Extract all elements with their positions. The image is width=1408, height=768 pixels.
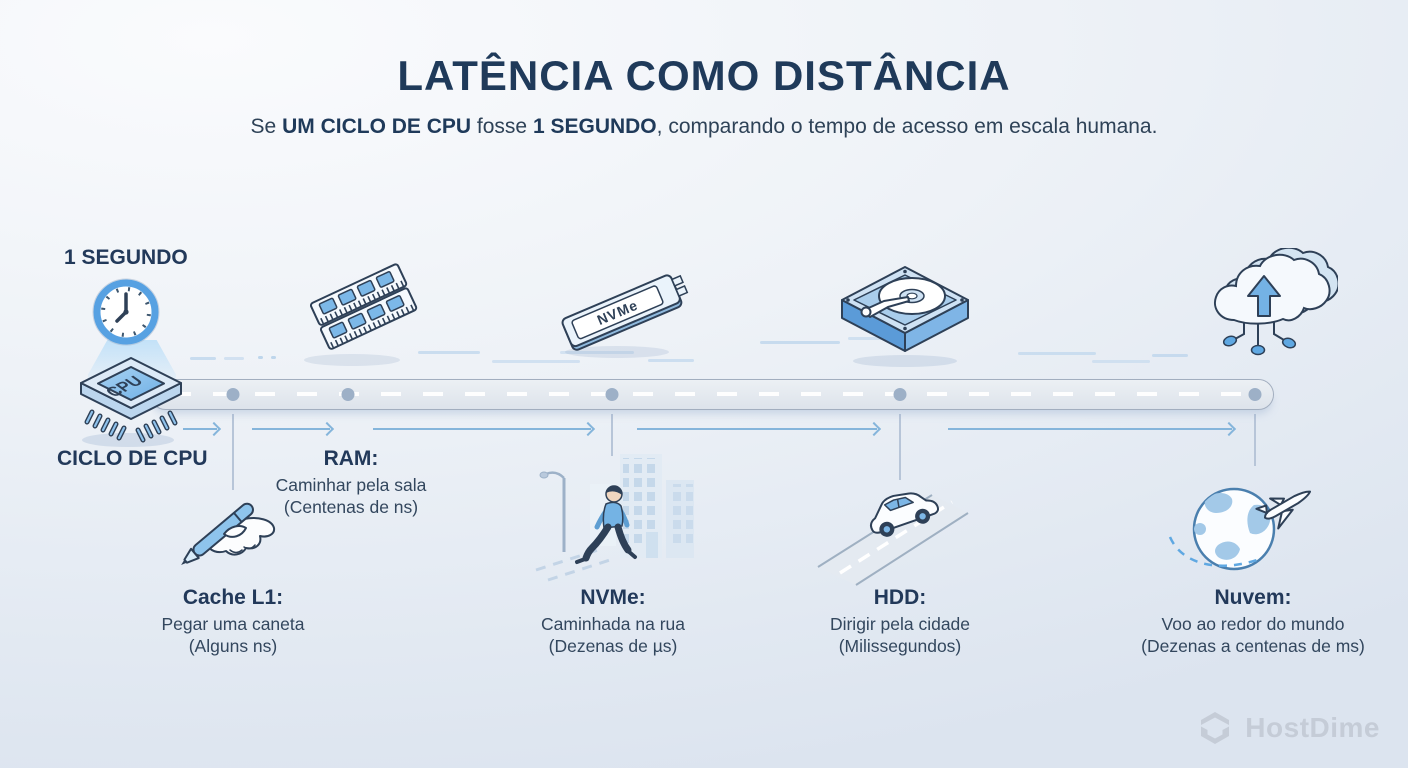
speed-line <box>1152 354 1188 357</box>
milestone-title: RAM: <box>323 447 379 470</box>
milestone-nuvem: Nuvem: Voo ao redor do mundo (Dezenas a … <box>1123 586 1383 658</box>
milestone-desc: Caminhada na rua <box>541 614 685 634</box>
arrow-hdd-to-cloud-icon <box>948 428 1232 430</box>
subtitle-pre: Se <box>250 115 283 138</box>
speed-line <box>848 337 892 340</box>
globe-plane-icon <box>1168 487 1312 571</box>
speed-line <box>1018 352 1096 355</box>
ram-icon <box>304 262 420 366</box>
brand-watermark: HostDime <box>1195 708 1380 748</box>
subtitle-post: , comparando o tempo de acesso em escala… <box>656 115 1158 138</box>
one-second-label: 1 SEGUNDO <box>64 246 188 269</box>
speed-line <box>560 351 634 354</box>
milestone-hdd: HDD: Dirigir pela cidade (Milissegundos) <box>795 586 1005 658</box>
cpu-cycle-label: CICLO DE CPU <box>57 447 208 470</box>
milestone-title: NVMe: <box>580 586 646 609</box>
milestone-cache-l1: Cache L1: Pegar uma caneta (Alguns ns) <box>128 586 338 658</box>
milestone-desc: Voo ao redor do mundo <box>1161 614 1345 634</box>
speed-line <box>418 351 480 354</box>
page-title: LATÊNCIA COMO DISTÂNCIA <box>397 52 1011 99</box>
milestone-desc: Dirigir pela cidade <box>829 614 971 634</box>
speed-line <box>648 359 694 362</box>
timeline-dot-cloud <box>1248 388 1262 401</box>
car-icon <box>817 492 969 586</box>
timeline-dot-cache <box>226 388 240 401</box>
arrow-cache-to-ram-icon <box>252 428 330 430</box>
speed-line <box>1092 360 1150 363</box>
milestone-desc: Pegar uma caneta <box>161 614 305 634</box>
milestone-title: HDD: <box>873 586 927 609</box>
nvme-ssd-icon: NVMe <box>561 274 689 358</box>
milestone-scale: (Dezenas a centenas de ms) <box>1141 636 1365 657</box>
connector-cloud <box>1254 414 1256 466</box>
connector-hdd <box>899 414 901 480</box>
road-center-dashes <box>171 392 1253 396</box>
timeline-dot-hdd <box>893 388 907 401</box>
subtitle-bold-cpu-cycle: UM CICLO DE CPU <box>282 115 472 138</box>
milestone-title: Cache L1: <box>182 586 284 609</box>
milestone-scale: (Milissegundos) <box>838 636 962 657</box>
hostdime-logo-icon <box>1201 712 1230 744</box>
connector-cache <box>232 414 234 490</box>
clock-icon <box>92 278 160 346</box>
cpu-chip-icon: CPU <box>80 357 182 447</box>
milestone-scale: (Centenas de ns) <box>283 497 419 518</box>
arrow-ram-to-nvme-icon <box>373 428 591 430</box>
speed-line <box>492 360 580 363</box>
timeline-dot-ram <box>341 388 355 401</box>
milestone-desc: Caminhar pela sala <box>275 475 427 495</box>
pen-hand-icon <box>181 502 276 565</box>
milestone-title: Nuvem: <box>1214 586 1292 609</box>
milestone-scale: (Dezenas de µs) <box>548 636 678 657</box>
arrow-nvme-to-hdd-icon <box>637 428 877 430</box>
connector-nvme <box>611 414 613 456</box>
subtitle-mid: fosse <box>471 115 533 138</box>
arrow-cpu-to-cache-icon <box>183 428 217 430</box>
cloud-icon <box>1214 248 1338 356</box>
speed-line <box>224 357 244 360</box>
brand-name: HostDime <box>1245 712 1380 743</box>
speed-line <box>258 356 263 359</box>
milestone-scale: (Alguns ns) <box>188 636 278 657</box>
page-subtitle: Se UM CICLO DE CPU fosse 1 SEGUNDO, comp… <box>0 115 1408 139</box>
walking-person-icon <box>535 454 694 582</box>
speed-line <box>760 341 840 344</box>
speed-line <box>271 356 276 359</box>
hdd-icon <box>841 266 969 367</box>
timeline-road <box>150 379 1274 410</box>
milestone-ram: RAM: Caminhar pela sala (Centenas de ns) <box>251 447 451 519</box>
milestone-nvme: NVMe: Caminhada na rua (Dezenas de µs) <box>513 586 713 658</box>
speed-line <box>190 357 216 360</box>
subtitle-bold-one-second: 1 SEGUNDO <box>532 115 657 138</box>
timeline-dot-nvme <box>605 388 619 401</box>
